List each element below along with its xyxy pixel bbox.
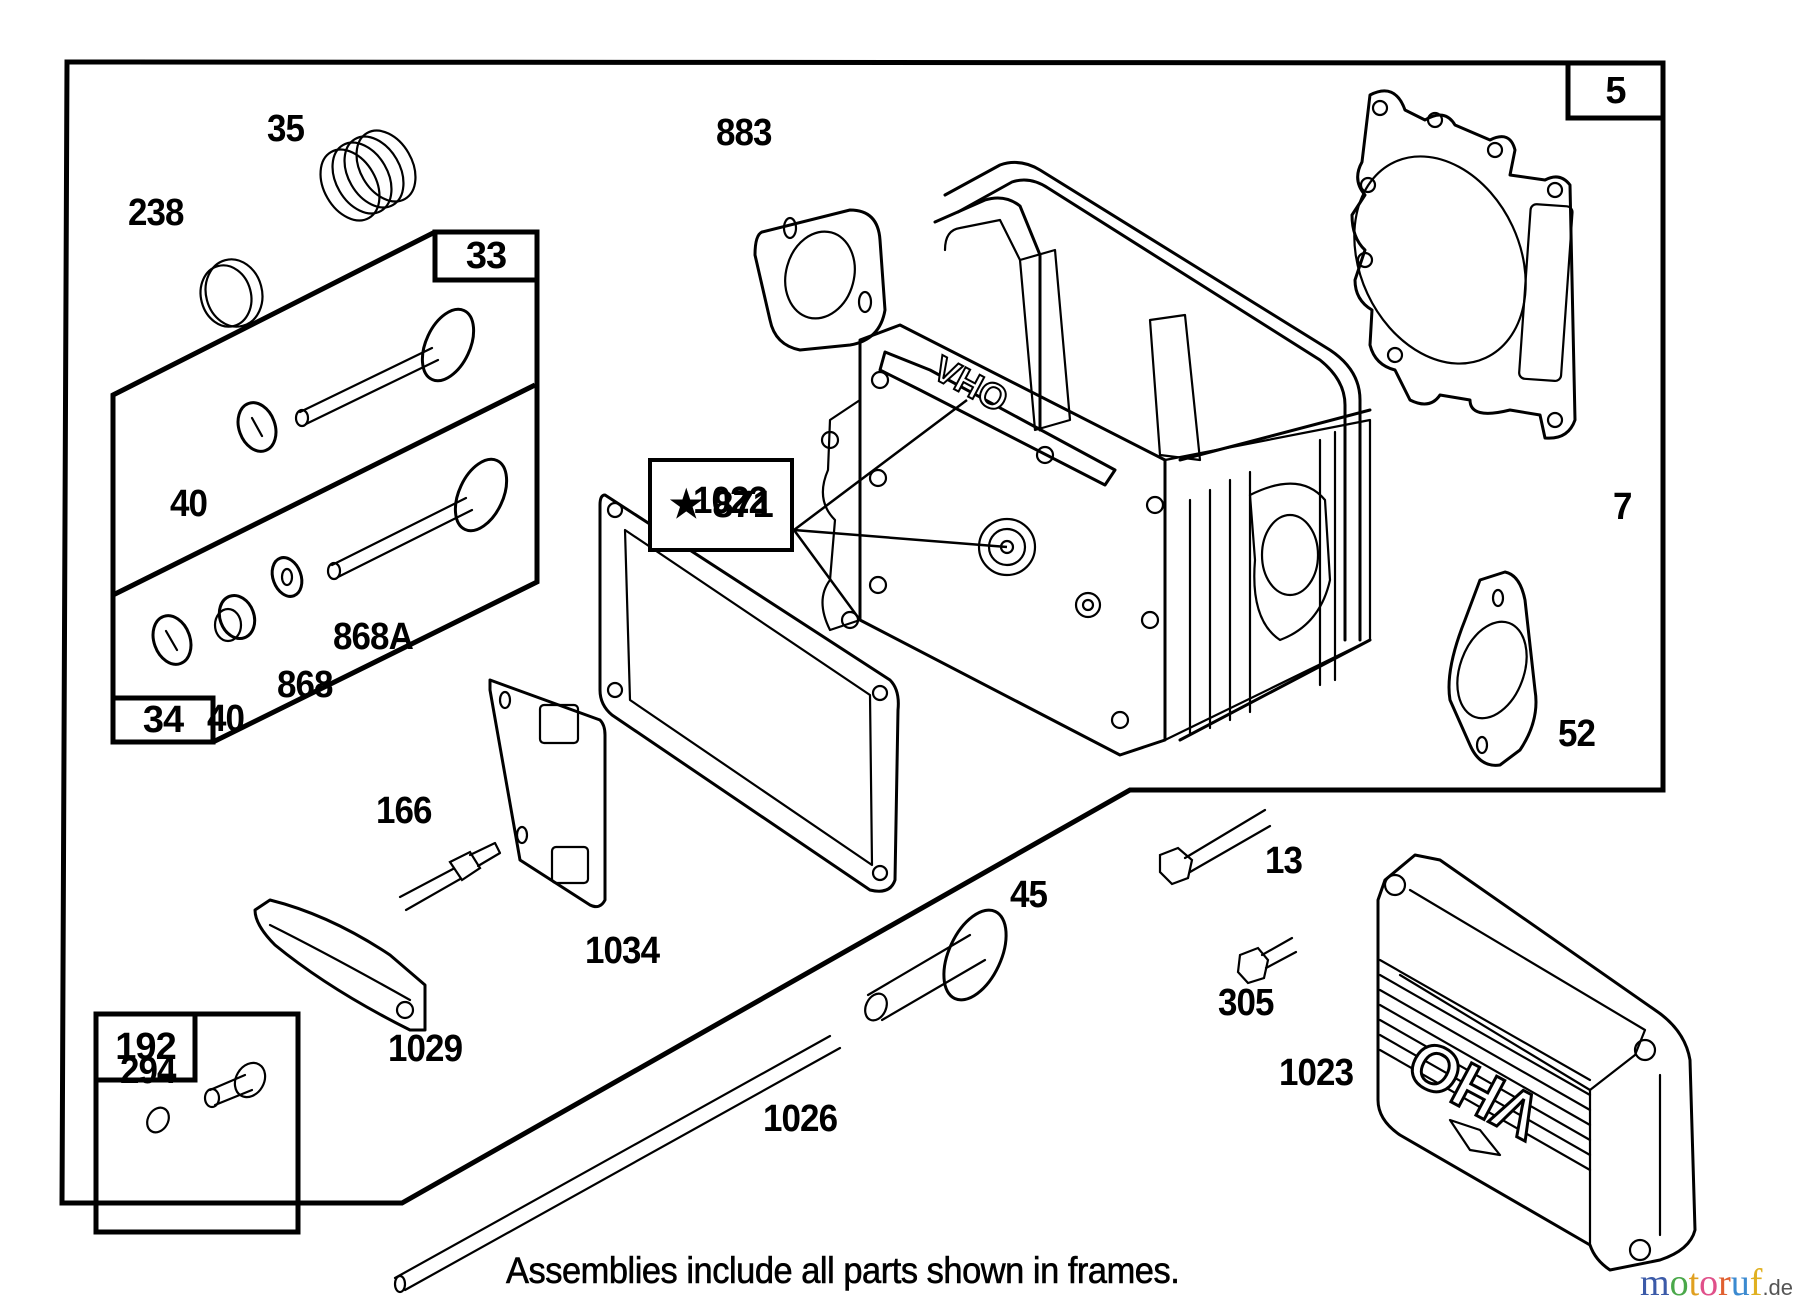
callout-883: 883: [716, 112, 772, 154]
rocker-cover-1023: OHV: [1376, 853, 1697, 1272]
valve-spring-35: [319, 129, 417, 222]
callout-40-upper: 40: [170, 483, 208, 525]
callout-294: 294: [120, 1050, 176, 1092]
assembly-frame-5-tag-box: [1565, 60, 1666, 121]
diagram-caption: Assemblies include all parts shown in fr…: [506, 1250, 1180, 1292]
assembly-tag-5: 5: [1568, 63, 1663, 118]
motoruf-watermark-logo: motoruf.de: [1640, 1264, 1793, 1302]
callout-35: 35: [267, 108, 305, 150]
intake-gasket-52: [1447, 570, 1538, 767]
breather-valve-294: [146, 1061, 267, 1134]
assembly-tag-192: 192: [98, 1016, 193, 1078]
watermark-letter: m: [1640, 1262, 1670, 1304]
callout-7: 7: [1613, 486, 1632, 528]
breather-kit-192-tag-box: [93, 1011, 198, 1083]
watermark-letter: u: [1730, 1262, 1750, 1304]
watermark-tld: .de: [1762, 1275, 1794, 1300]
watermark-letter: o: [1669, 1262, 1689, 1304]
push-rod-guide-45: [864, 908, 1008, 1022]
callout-1034: 1034: [585, 930, 660, 972]
watermark-letter: r: [1718, 1262, 1731, 1304]
exhaust-gasket-883: [753, 208, 887, 352]
assembly-tag-5-text: 5: [1605, 69, 1626, 112]
head-gasket-7: [1350, 89, 1577, 440]
cover-fins: [1378, 958, 1592, 1172]
callout-1026: 1026: [763, 1098, 838, 1140]
gasket-set-tag-871: ★ 871: [648, 458, 794, 552]
watermark-letters: motoruf: [1640, 1264, 1762, 1302]
valve-kit-divider: [111, 382, 537, 598]
watermark-letter: t: [1688, 1262, 1700, 1304]
valve-kit-34-tag-box: [110, 695, 216, 745]
callout-1029: 1029: [388, 1028, 463, 1070]
callout-45: 45: [1010, 874, 1048, 916]
callout-868: 868: [277, 664, 333, 706]
valve-cover-gasket-1022: [598, 493, 900, 893]
callout-238: 238: [128, 192, 184, 234]
gasket-set-leader-lines: [792, 399, 1008, 621]
stud-166: [398, 841, 502, 912]
callout-305: 305: [1218, 982, 1274, 1024]
watermark-letter: f: [1749, 1262, 1763, 1304]
cover-logo-icon: [1448, 1118, 1502, 1157]
head-ohv-text: OHV: [927, 348, 1015, 421]
exhaust-valve: [151, 457, 509, 666]
assembly-tag-34-text: 34: [142, 699, 184, 741]
assembly-tag-192-text: 192: [115, 1026, 176, 1068]
push-rod-1026: [393, 1034, 842, 1294]
callout-52: 52: [1558, 713, 1596, 755]
valve-kit-33-tag-box: [432, 229, 540, 283]
watermark-letter: o: [1699, 1262, 1719, 1304]
callout-13: 13: [1265, 840, 1303, 882]
intake-valve: [236, 307, 476, 453]
assembly-frame-5: [59, 59, 1666, 1206]
gasket-set-tag-871-text: 871: [712, 484, 773, 526]
callout-1022: 1022: [693, 480, 768, 522]
callout-868a: 868A: [333, 616, 414, 658]
star-icon: ★: [669, 484, 703, 526]
assembly-tag-33: 33: [437, 234, 535, 278]
valve-cap-238: [199, 258, 264, 328]
callout-1023: 1023: [1279, 1052, 1354, 1094]
callout-166: 166: [376, 790, 432, 832]
assembly-tag-33-text: 33: [465, 235, 507, 277]
breather-plate-1034: [488, 678, 607, 909]
rocker-arm-1029: [253, 898, 427, 1032]
screw-305: [1236, 936, 1298, 985]
bolt-13: [1158, 808, 1272, 886]
assembly-tag-34: 34: [115, 700, 211, 740]
callout-40-lower: 40: [207, 698, 245, 740]
